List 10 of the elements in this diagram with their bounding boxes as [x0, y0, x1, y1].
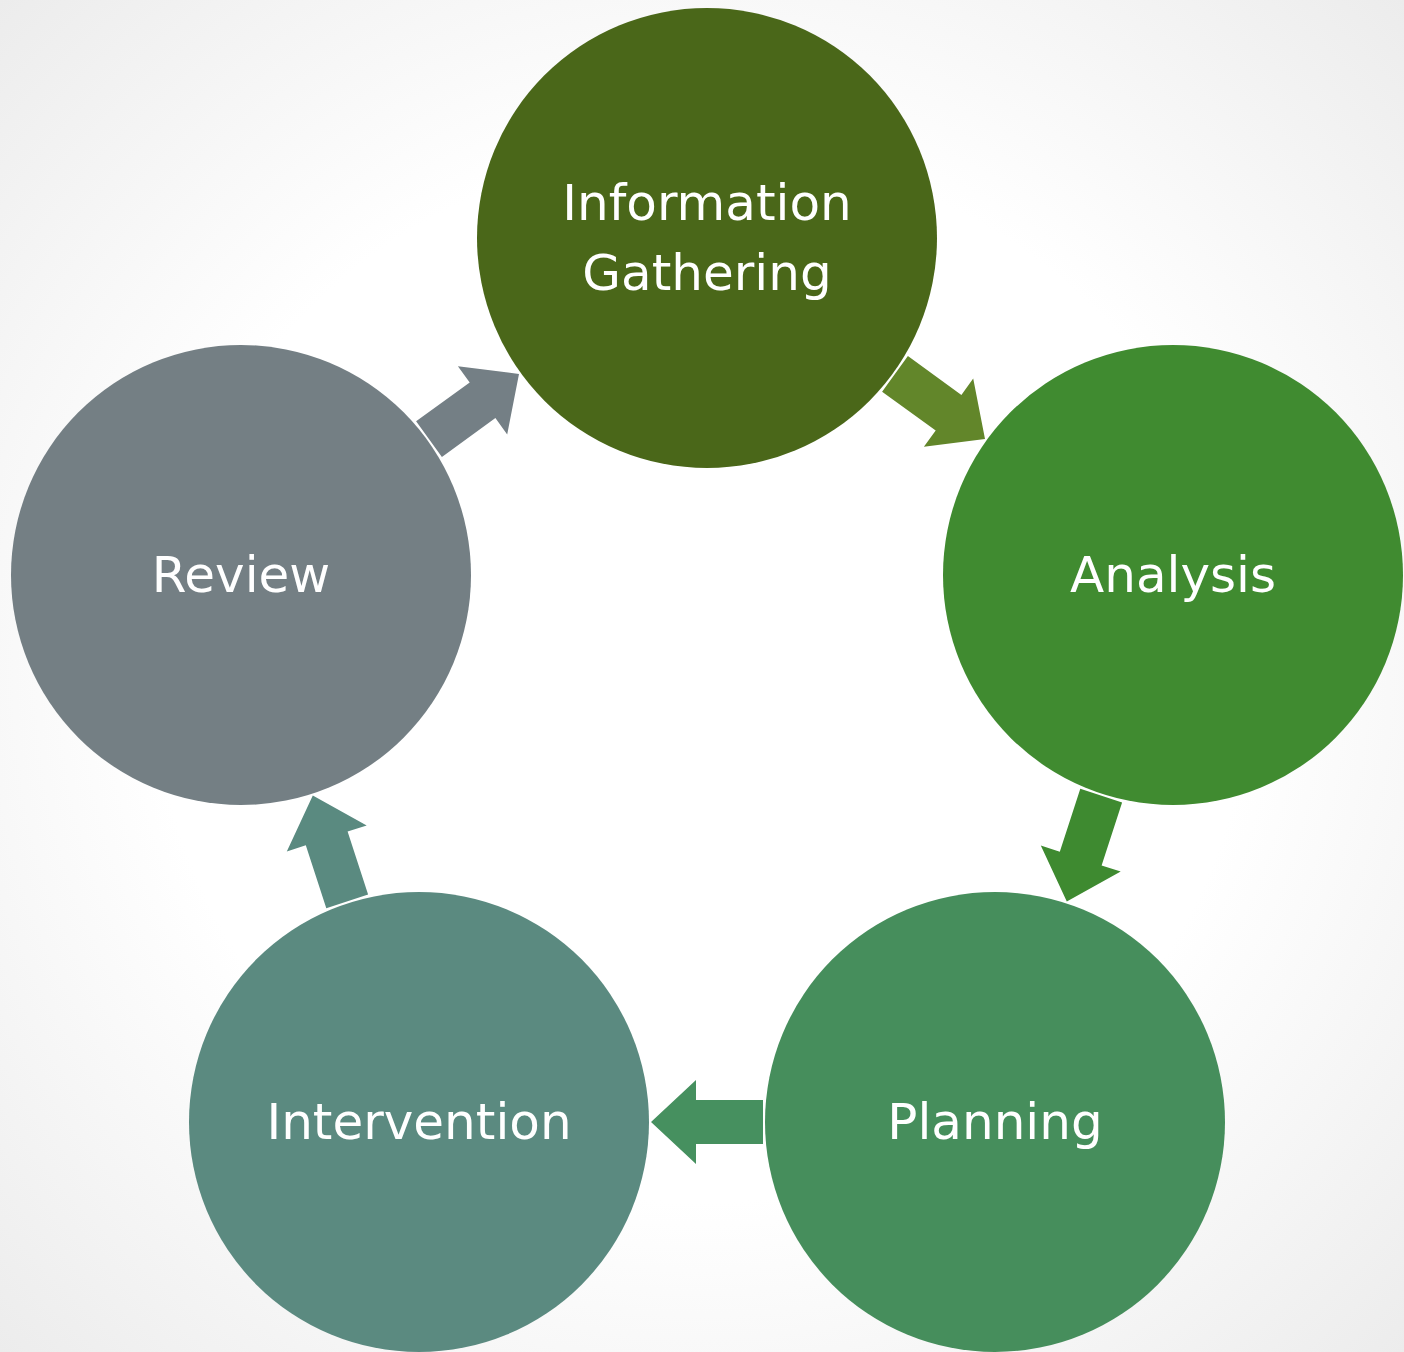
block-arrow — [651, 1080, 763, 1164]
stage-label: Planning — [887, 1092, 1103, 1153]
stage-label: Review — [151, 545, 331, 606]
block-arrow — [882, 356, 985, 447]
block-arrow — [416, 366, 519, 457]
stage-label: Intervention — [266, 1092, 572, 1153]
stage-label: Analysis — [1070, 545, 1276, 606]
block-arrow — [1040, 788, 1123, 902]
stage-label: Information Gathering — [561, 173, 853, 304]
block-arrow — [286, 795, 369, 909]
